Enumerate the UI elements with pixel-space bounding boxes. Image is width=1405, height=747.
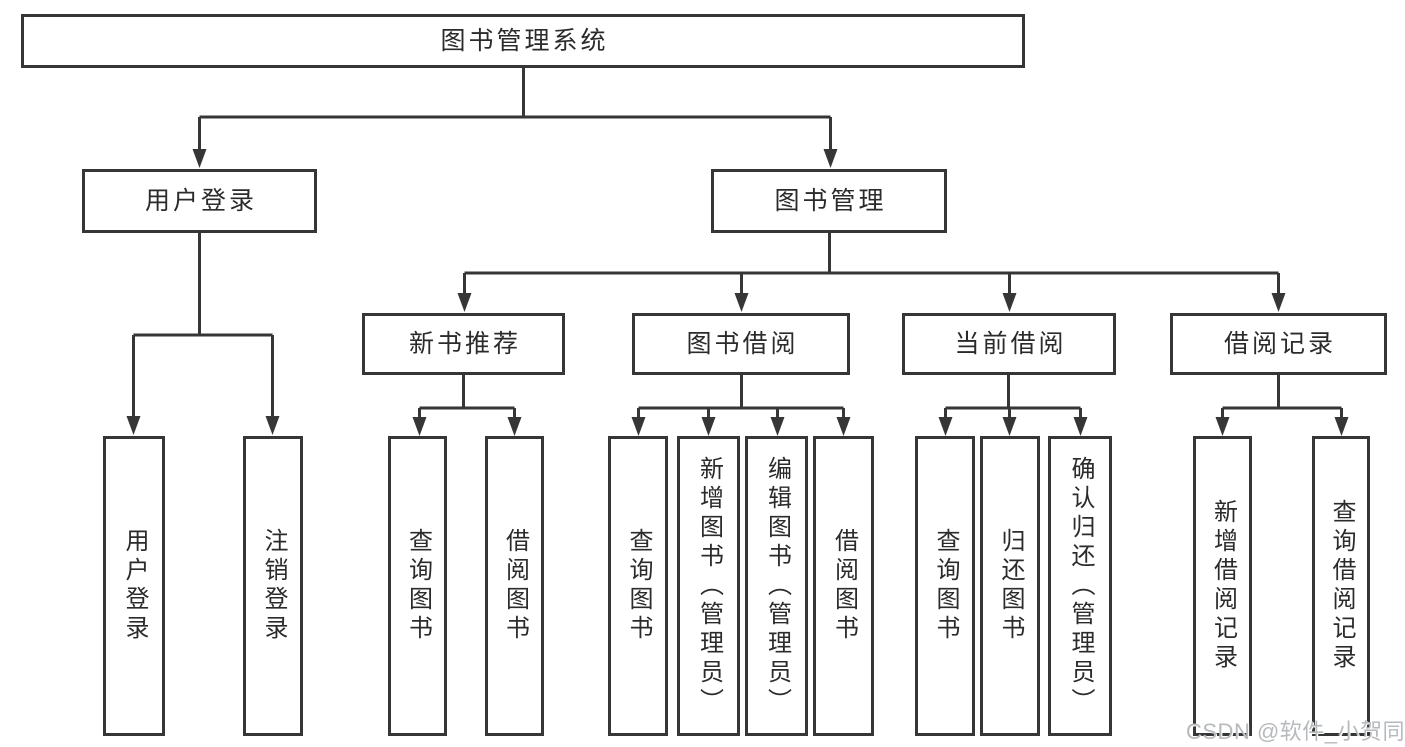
arrow-down-icon bbox=[631, 417, 646, 436]
node-user-login: 用户登录 bbox=[82, 169, 317, 233]
arrow-down-icon bbox=[126, 416, 141, 435]
arrow-down-icon bbox=[1002, 417, 1017, 436]
leaf-current-query-book: 查询图书 bbox=[915, 436, 975, 736]
arrow-down-icon bbox=[734, 293, 749, 312]
leaf-logout: 注销登录 bbox=[243, 436, 303, 736]
arrow-down-icon bbox=[1002, 293, 1017, 312]
arrow-down-icon bbox=[823, 149, 838, 168]
arrow-down-icon bbox=[1334, 417, 1349, 436]
arrow-down-icon bbox=[412, 417, 427, 436]
arrow-down-icon bbox=[836, 417, 851, 436]
csdn-watermark: CSDN @软件_小贺同学 bbox=[1186, 719, 1405, 744]
arrow-down-icon bbox=[265, 416, 280, 435]
arrow-down-icon bbox=[1271, 293, 1286, 312]
connector-borrow-records-to-leaves bbox=[1221, 375, 1343, 420]
arrow-down-icon bbox=[507, 417, 522, 436]
leaf-borrow-query-book: 查询图书 bbox=[608, 436, 668, 736]
arrow-down-icon bbox=[1073, 417, 1088, 436]
arrow-down-icon bbox=[192, 149, 207, 168]
arrow-down-icon bbox=[1215, 417, 1230, 436]
leaf-borrow-add-book-admin: 新增图书（管理员） bbox=[677, 436, 740, 736]
leaf-current-return-book: 归还图书 bbox=[980, 436, 1040, 736]
node-book-management-system: 图书管理系统 bbox=[21, 14, 1025, 68]
node-new-book-recommendation: 新书推荐 bbox=[362, 313, 565, 375]
leaf-records-query-borrow-record: 查询借阅记录 bbox=[1312, 436, 1370, 736]
connector-new-book-to-leaves bbox=[418, 375, 516, 420]
connector-root-to-level1 bbox=[198, 68, 832, 152]
leaf-records-add-borrow-record: 新增借阅记录 bbox=[1193, 436, 1252, 736]
leaf-borrow-edit-book-admin: 编辑图书（管理员） bbox=[745, 436, 808, 736]
node-book-borrowing: 图书借阅 bbox=[632, 313, 850, 375]
leaf-current-confirm-return-admin: 确认归还（管理员） bbox=[1048, 436, 1112, 736]
arrow-down-icon bbox=[701, 417, 716, 436]
arrow-down-icon bbox=[457, 293, 472, 312]
leaf-newbook-query-book: 查询图书 bbox=[388, 436, 447, 736]
node-borrowing-records: 借阅记录 bbox=[1170, 313, 1387, 375]
leaf-user-login: 用户登录 bbox=[103, 436, 165, 736]
connector-book-management-to-level2 bbox=[463, 233, 1280, 296]
connector-book-borrow-to-leaves bbox=[637, 375, 845, 420]
node-book-management: 图书管理 bbox=[711, 169, 947, 233]
node-current-borrowing: 当前借阅 bbox=[902, 313, 1116, 375]
connector-user-login-to-leaves bbox=[132, 233, 274, 419]
connector-current-borrow-to-leaves bbox=[944, 375, 1082, 420]
leaf-borrow-borrow-book: 借阅图书 bbox=[813, 436, 874, 736]
leaf-newbook-borrow-book: 借阅图书 bbox=[485, 436, 544, 736]
arrow-down-icon bbox=[770, 417, 785, 436]
arrow-down-icon bbox=[938, 417, 953, 436]
